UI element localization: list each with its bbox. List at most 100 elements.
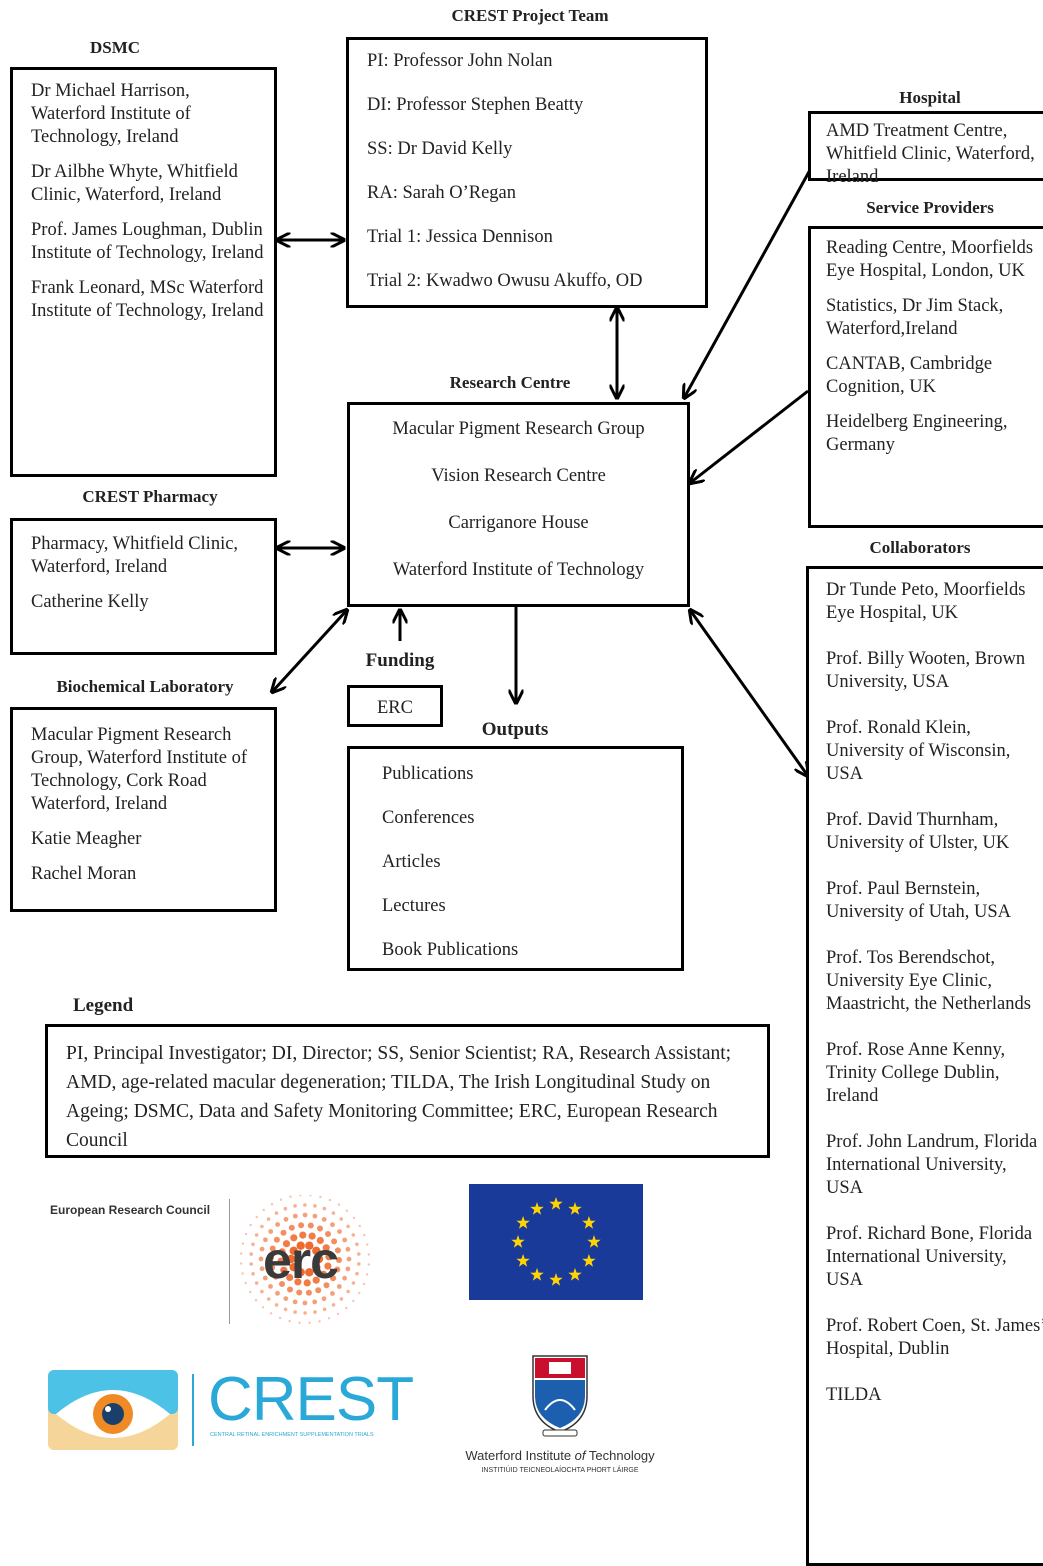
erc-dot [268, 1284, 273, 1289]
erc-dot [352, 1216, 356, 1219]
erc-dot [249, 1252, 253, 1256]
erc-dot [260, 1224, 264, 1229]
erc-dot [240, 1252, 243, 1255]
erc-dot [296, 1268, 305, 1277]
biochem-line: Rachel Moran [31, 864, 137, 884]
erc-dot [316, 1236, 324, 1245]
collaborator: Prof. Ronald Klein, University of Wiscon… [826, 718, 1011, 784]
erc-dot [302, 1212, 308, 1218]
erc-dot [305, 1268, 314, 1277]
erc-dot [258, 1256, 264, 1262]
erc-dot [312, 1263, 321, 1272]
collaborator: Prof. Rose Anne Kenny, Trinity College D… [826, 1040, 1006, 1106]
erc-dot [351, 1233, 356, 1237]
erc-dot [292, 1299, 298, 1305]
erc-dot [312, 1299, 318, 1305]
wit-name-part1: Waterford Institute [465, 1448, 575, 1463]
eye-icon [48, 1370, 178, 1450]
erc-org-name: European Research Council [50, 1203, 211, 1217]
erc-dot [321, 1296, 327, 1302]
eu-star-icon [530, 1202, 544, 1215]
erc-dot [282, 1240, 291, 1248]
erc-dot [259, 1246, 265, 1252]
erc-dot [274, 1303, 279, 1307]
erc-dot [290, 1234, 298, 1242]
collaborators-title: Collaborators [869, 538, 971, 557]
erc-dot [244, 1281, 247, 1285]
research-centre-line: Vision Research Centre [431, 466, 606, 486]
funding-box: ERC [347, 685, 443, 727]
erc-dot [346, 1256, 352, 1262]
erc-dot [273, 1236, 280, 1243]
erc-dot [319, 1195, 322, 1199]
erc-dot [279, 1198, 283, 1201]
erc-dot [309, 1195, 312, 1197]
erc-logo: European Research Council erc [45, 1195, 415, 1325]
erc-dot [280, 1266, 288, 1274]
legend-text: PI, Principal Investigator; DI, Director… [66, 1043, 732, 1151]
erc-dot [322, 1206, 327, 1211]
erc-dot [303, 1311, 307, 1315]
biochem-box: Macular Pigment Research Group, Waterfor… [10, 707, 277, 912]
erc-dot [351, 1281, 356, 1285]
dsmc-member: Prof. James Loughman, Dublin Institute o… [31, 220, 264, 263]
erc-dot [312, 1246, 321, 1255]
erc-dot [262, 1208, 265, 1212]
erc-dot [339, 1297, 344, 1301]
collaborator: Dr Tunde Peto, Moorfields Eye Hospital, … [826, 580, 1026, 623]
erc-dot [288, 1224, 295, 1231]
team-member: Trial 2: Kwadwo Owusu Akuffo, OD [367, 271, 643, 291]
wit-logo: Waterford Institute of Technology INSTIT… [440, 1352, 680, 1492]
erc-dot [275, 1222, 280, 1227]
output-item: Articles [382, 852, 441, 872]
output-item: Conferences [382, 808, 475, 828]
research-centre-title: Research Centre [449, 373, 571, 392]
crest-logo: CREST CENTRAL RETINAL ENRICHMENT SUPPLEM… [48, 1365, 414, 1450]
biochem-title: Biochemical Laboratory [56, 677, 234, 696]
erc-dot [322, 1244, 330, 1252]
erc-dot [308, 1321, 311, 1324]
erc-dot [269, 1245, 276, 1252]
erc-dot [342, 1275, 347, 1281]
erc-dot [251, 1272, 255, 1276]
erc-dot [314, 1254, 324, 1264]
erc-dot [279, 1281, 285, 1287]
erc-dot [288, 1319, 291, 1323]
collaborator: Prof. David Thurnham, University of Ulst… [826, 810, 1010, 853]
erc-dot [266, 1297, 271, 1301]
service-provider: Statistics, Dr Jim Stack, Waterford,Irel… [826, 296, 1004, 339]
eu-star-icon [568, 1267, 582, 1281]
erc-dot [251, 1242, 255, 1247]
erc-dot [272, 1273, 279, 1280]
collaborator: Prof. John Landrum, Florida Internationa… [826, 1132, 1038, 1198]
erc-dot [325, 1253, 333, 1261]
erc-dot [327, 1317, 331, 1320]
arrow-biochem-research [272, 610, 347, 692]
erc-dot [275, 1290, 280, 1296]
erc-dot [345, 1306, 348, 1310]
wit-name: Waterford Institute of Technology [440, 1448, 680, 1463]
erc-dot [268, 1255, 274, 1261]
erc-dot [346, 1289, 350, 1294]
erc-dot [322, 1307, 327, 1312]
output-item: Book Publications [382, 940, 519, 960]
erc-divider [229, 1199, 230, 1324]
pharmacy-line: Catherine Kelly [31, 592, 149, 612]
erc-dot [254, 1233, 259, 1237]
erc-dot [283, 1296, 289, 1301]
erc-dot [302, 1300, 308, 1306]
arrow-service-research [690, 389, 809, 483]
erc-dot [255, 1215, 258, 1219]
eu-star-icon [582, 1254, 596, 1267]
erc-dot [339, 1217, 344, 1221]
hospital-text: AMD Treatment Centre, Whitfield Clinic, … [826, 121, 1035, 187]
eu-star-icon [582, 1216, 596, 1229]
collaborator: Prof. Billy Wooten, Brown University, US… [826, 649, 1026, 692]
erc-dot [313, 1204, 317, 1208]
erc-dot-burst [240, 1195, 370, 1324]
erc-wordmark: erc [263, 1232, 339, 1290]
erc-dot [261, 1306, 265, 1309]
erc-dot [363, 1233, 366, 1237]
erc-dot [249, 1290, 252, 1294]
erc-dot [345, 1266, 351, 1272]
